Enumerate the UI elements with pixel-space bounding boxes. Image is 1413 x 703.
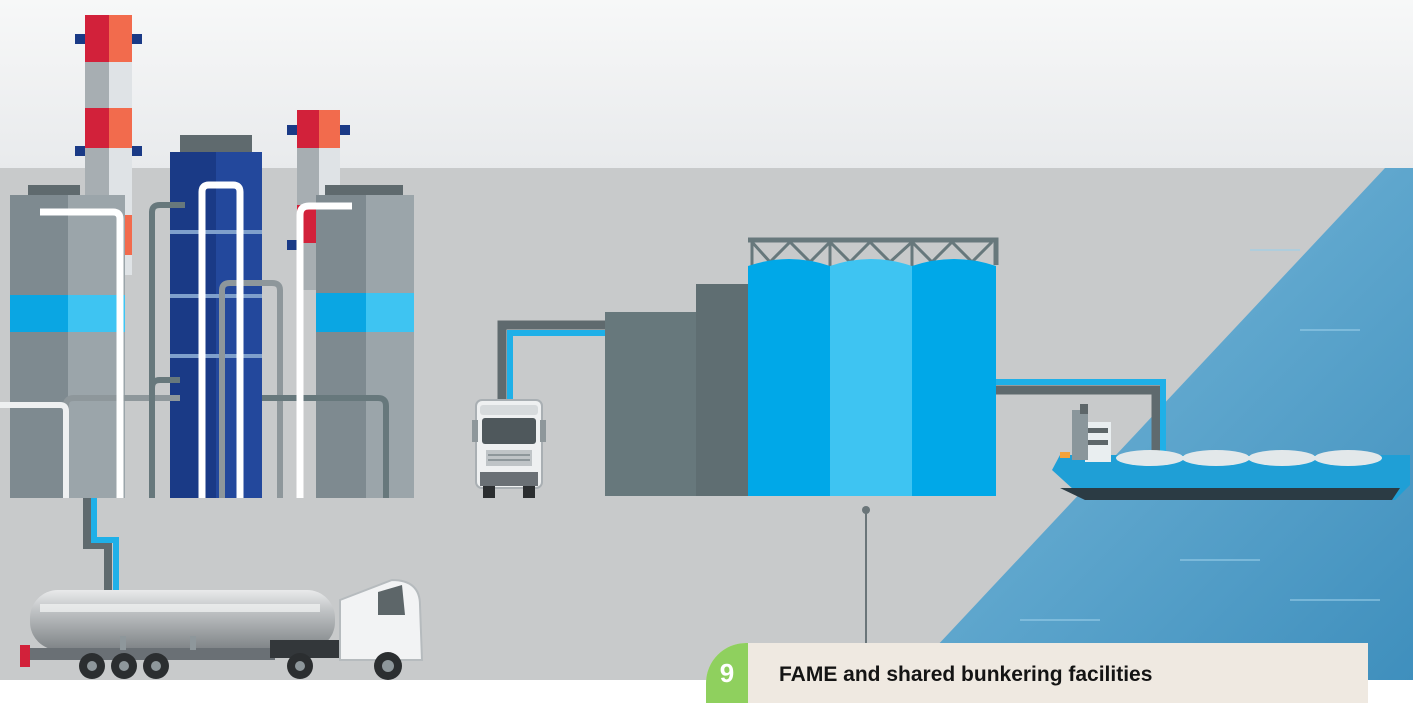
refinery-outflow-pipe	[83, 498, 119, 600]
storage-tank-3	[912, 259, 996, 496]
storage-building-high	[696, 284, 750, 496]
refinery-plant-icon	[0, 15, 414, 498]
callout-title: FAME and shared bunkering facilities	[779, 663, 1153, 686]
storage-tank-farm-icon	[605, 237, 999, 496]
storage-to-vessel-pipe	[996, 379, 1166, 455]
callout-pointer	[862, 506, 870, 643]
callout-box: 9 FAME and shared bunkering facilities	[706, 643, 1368, 703]
storage-tank-1	[748, 259, 830, 496]
storage-tank-2	[830, 259, 912, 496]
truck-front-icon	[472, 399, 546, 498]
truck-to-storage-pipe	[497, 320, 606, 400]
step-number-badge: 9	[706, 643, 748, 703]
tanker-truck-icon	[20, 578, 424, 680]
bunker-vessel-icon	[1052, 404, 1410, 500]
fame-bunkering-diagram	[0, 0, 1413, 680]
tank-truss	[750, 239, 994, 266]
sea-ripples	[1020, 249, 1380, 621]
